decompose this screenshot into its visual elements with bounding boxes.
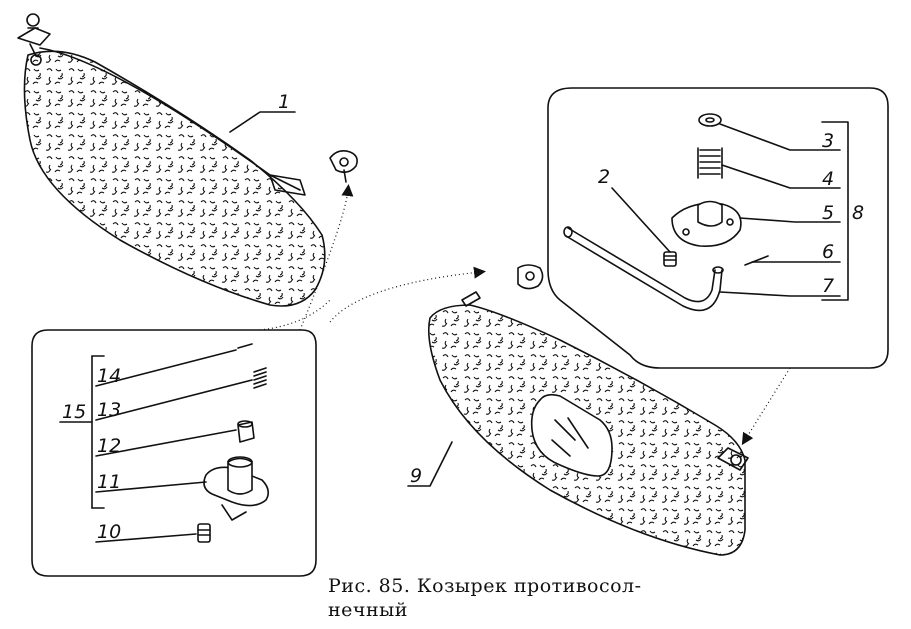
part-bushing: [237, 420, 255, 443]
callout-5: 5: [822, 202, 834, 224]
callout-4: 4: [822, 168, 834, 190]
leaders-right: [611, 121, 849, 301]
figure-caption: Рис. 85. Козырек противосол- нечный: [328, 574, 748, 622]
part-screw: [663, 251, 677, 267]
part-screw-small: [197, 523, 211, 543]
bracket-clip-middle: [517, 264, 544, 290]
bracket-clip-top: [329, 150, 358, 183]
part-pin-small: [237, 343, 253, 349]
leader-9: [407, 441, 453, 487]
visor-mirror: [530, 393, 613, 477]
callout-10: 10: [97, 521, 121, 543]
callout-14: 14: [97, 365, 121, 387]
assembly-flow-arrows: [259, 184, 791, 446]
visor-lower-hinge: [717, 447, 749, 471]
caption-line-1: Рис. 85. Козырек противосол-: [328, 575, 642, 597]
callout-13: 13: [97, 399, 121, 421]
callout-11: 11: [97, 471, 121, 493]
callout-2: 2: [598, 166, 610, 188]
callout-7: 7: [822, 275, 834, 297]
visor-upper: [17, 13, 326, 307]
caption-line-2: нечный: [328, 599, 408, 621]
part-spring-small: [253, 367, 267, 389]
callout-12: 12: [97, 435, 121, 457]
callout-15: 15: [62, 401, 86, 423]
part-bearing: [671, 200, 742, 247]
visor-upper-hinge: [17, 13, 51, 66]
leader-1: [229, 111, 296, 133]
part-washer: [698, 113, 722, 127]
part-bracket-base: [203, 456, 270, 521]
callout-9: 9: [410, 465, 422, 487]
part-spring: [697, 147, 723, 179]
detail-frame-left: [31, 329, 317, 577]
callout-1: 1: [278, 91, 290, 113]
callout-6: 6: [822, 241, 834, 263]
part-pin: [744, 255, 769, 266]
callout-8: 8: [852, 202, 864, 224]
part-rod: [563, 226, 724, 312]
detail-frame-right: [547, 87, 889, 369]
callout-3: 3: [822, 130, 834, 152]
leaders-left: [59, 349, 253, 543]
visor-lower: [427, 291, 749, 556]
